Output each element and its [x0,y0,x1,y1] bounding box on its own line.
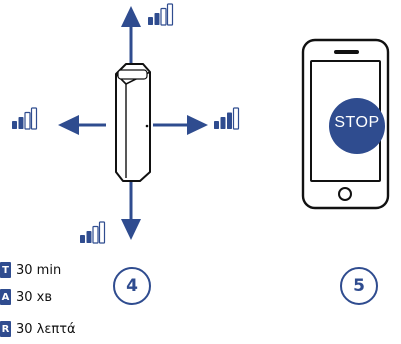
language-code-badge: R [0,321,11,337]
sensor-device-icon [115,63,151,182]
arrow-up [121,6,141,66]
duration-row-turkish: T 30 min [0,260,61,280]
duration-row-greek: R 30 λεπτά [0,319,76,339]
duration-text: 30 хв [16,289,53,305]
arrow-down [121,178,141,240]
signal-strength-icon-bottom [79,221,106,244]
language-code-badge: A [0,289,11,305]
signal-strength-icon-right [213,107,240,130]
arrow-right [153,115,208,135]
stop-button[interactable] [329,98,385,154]
stop-button-label: STOP [334,114,380,131]
duration-row-ukrainian: A 30 хв [0,287,52,307]
language-code-badge: T [0,262,11,278]
arrow-left [58,115,106,135]
signal-strength-icon-top [147,3,174,26]
duration-text: 30 min [16,262,62,278]
step-5-badge: 5 [340,267,378,305]
duration-text: 30 λεπτά [16,321,76,337]
signal-strength-icon-left [11,107,38,130]
step-4-badge: 4 [113,267,151,305]
